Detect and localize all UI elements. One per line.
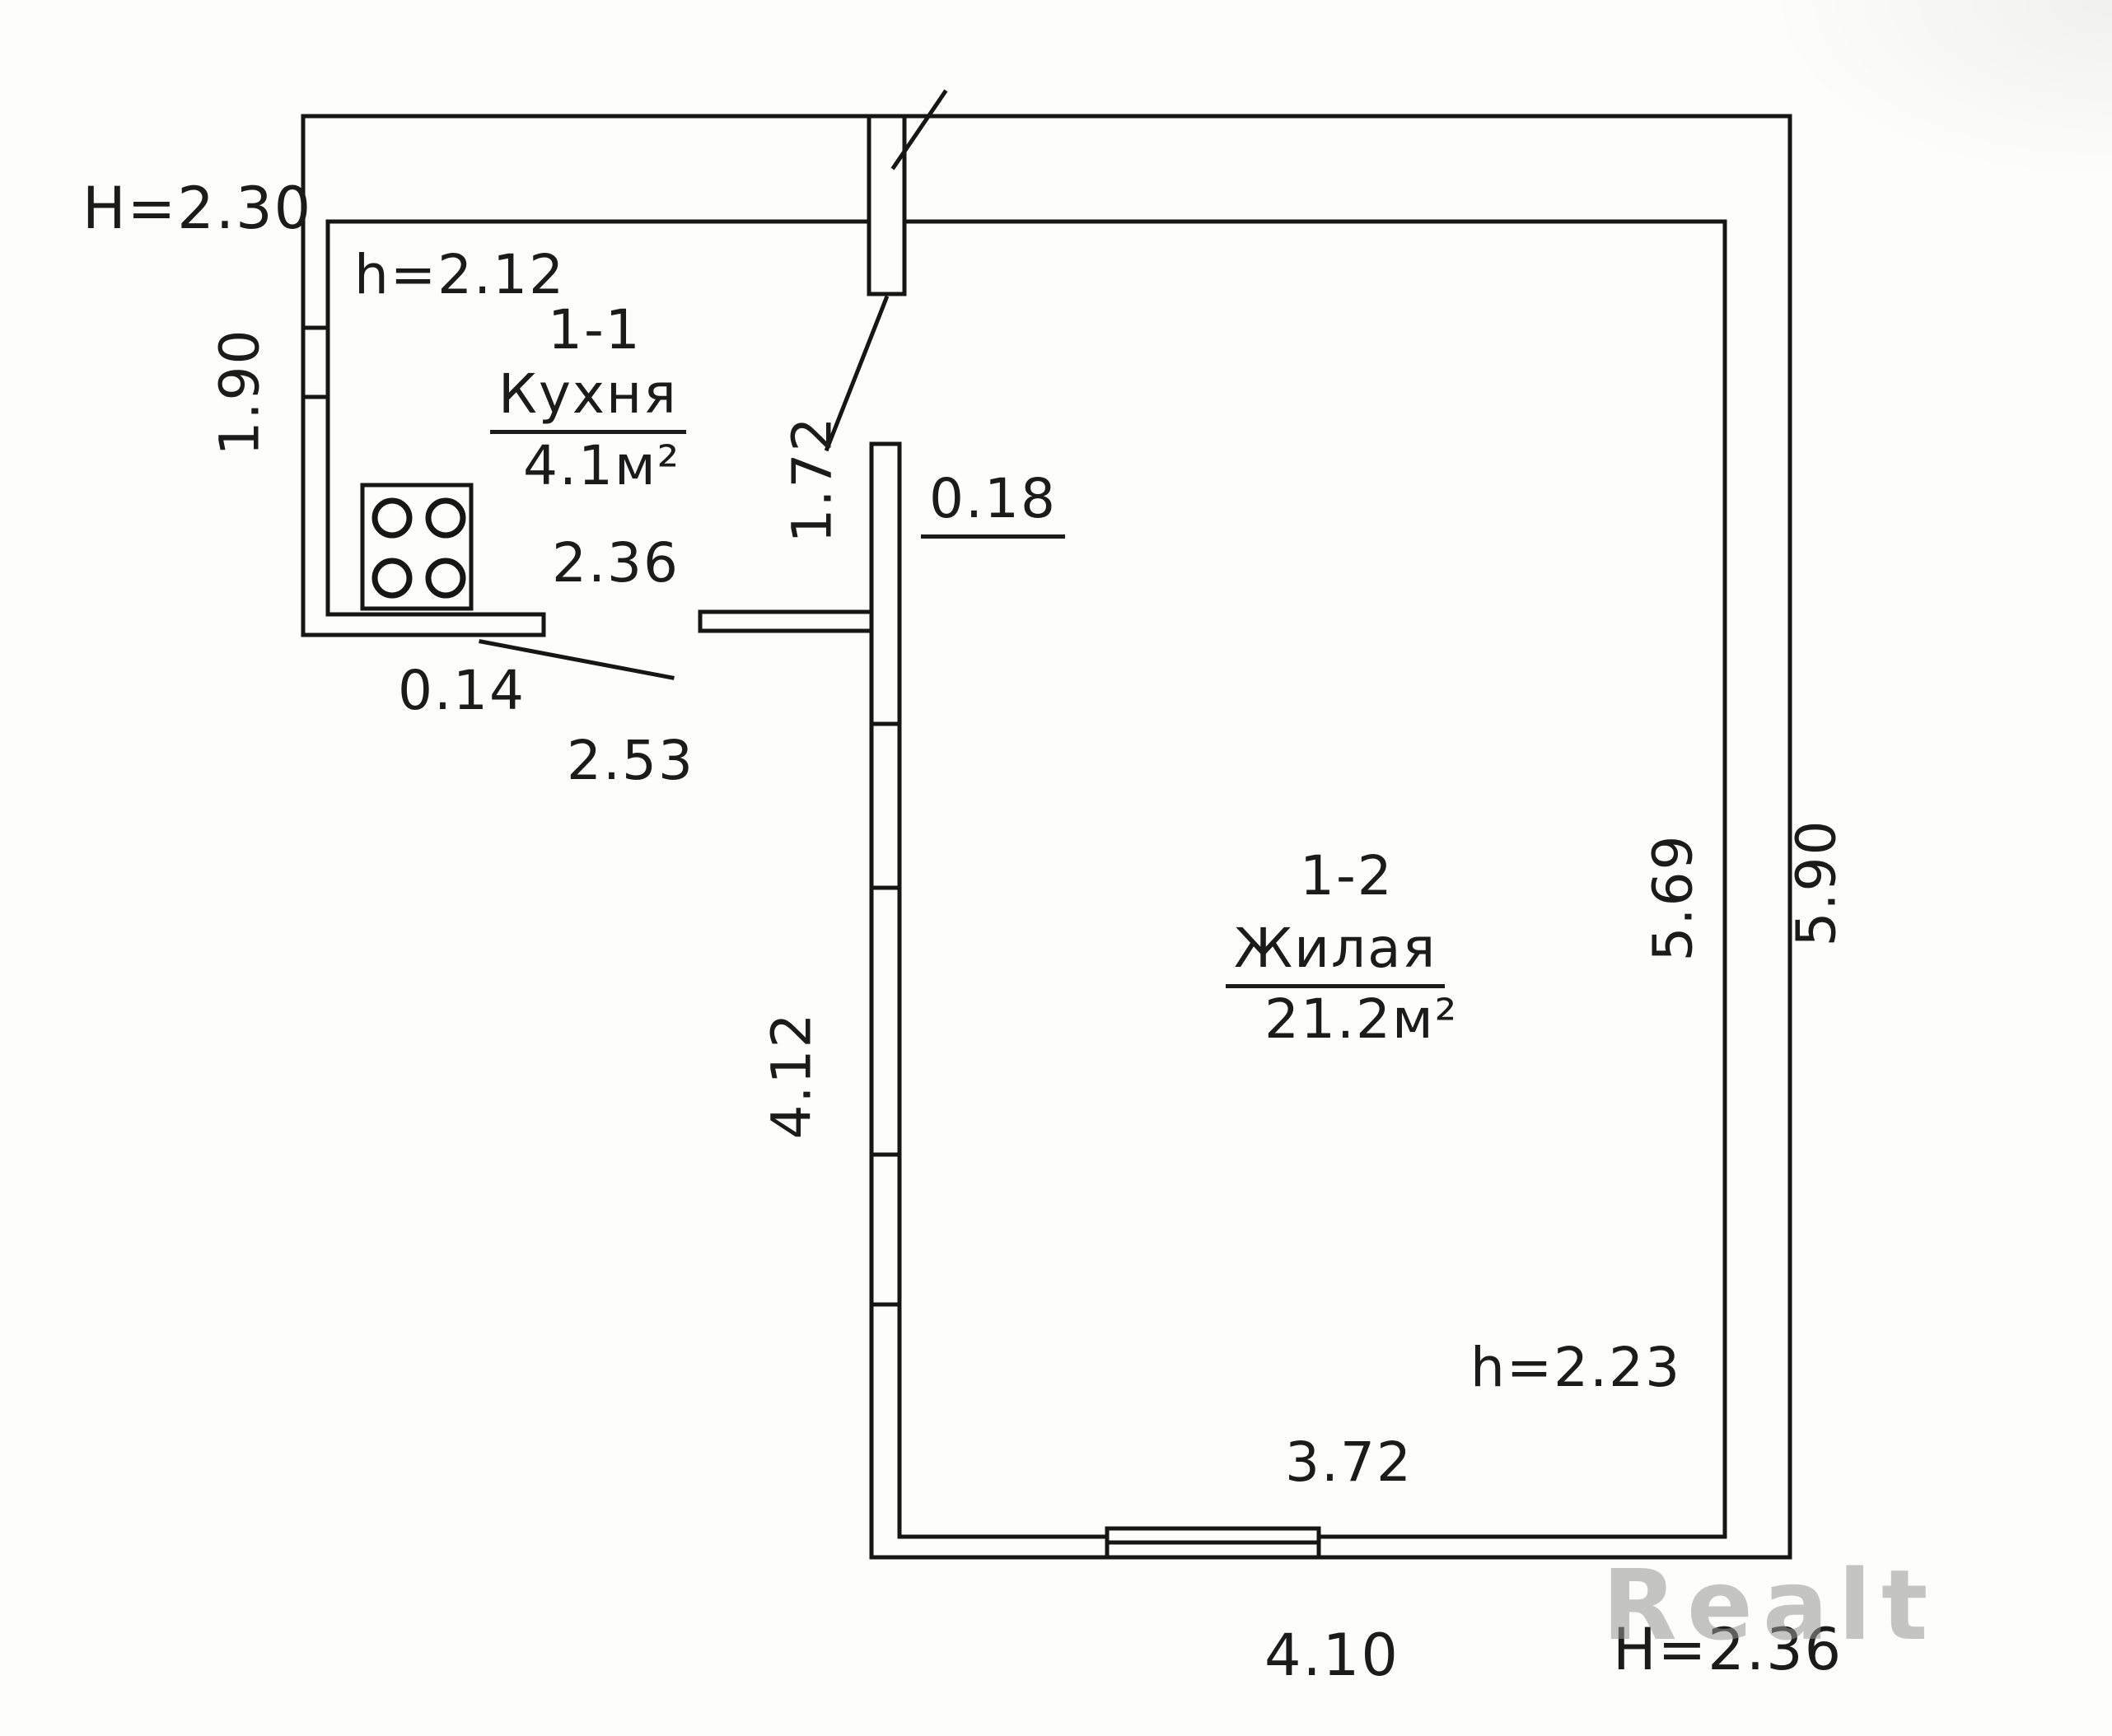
dim-kitchen-width: 2.36	[552, 531, 680, 595]
dim-wall-thickness: 0.18	[921, 469, 1065, 539]
room-area-kitchen: 4.1м²	[523, 434, 681, 497]
dim-door-jamb: 0.14	[398, 659, 526, 722]
wall-column	[867, 114, 907, 296]
room-number-living: 1-2	[1300, 844, 1394, 908]
room-number-kitchen: 1-1	[548, 298, 642, 362]
stove-burner-1	[371, 497, 413, 539]
dim-kitchen-left-side: 1.90	[208, 328, 272, 456]
dim-outer-height: 5.90	[1784, 819, 1848, 947]
dim-living-inner-width: 3.72	[1285, 1430, 1413, 1494]
leader-line-kitchen-depth	[824, 295, 890, 452]
stove-burner-3	[371, 558, 413, 599]
dim-outer-width: 4.10	[1264, 1622, 1399, 1689]
dim-living-left-side: 4.12	[759, 1011, 824, 1140]
room-name-kitchen: Кухня	[490, 364, 686, 434]
realt-watermark: Realt	[1602, 1548, 1938, 1662]
dim-ceiling-kitchen: h=2.12	[354, 243, 566, 306]
dim-hall-width: 2.53	[567, 729, 694, 792]
scan-shadow	[1766, 0, 2112, 181]
dim-kitchen-depth: 1.72	[780, 415, 844, 544]
stove	[360, 483, 474, 611]
dim-ceiling-living: h=2.23	[1470, 1336, 1682, 1399]
dim-living-inner-height: 5.69	[1641, 833, 1705, 962]
room-name-living: Жилая	[1226, 918, 1446, 988]
dim-ceiling-bottom: H=2.36	[1613, 1616, 1843, 1683]
stove-burner-4	[425, 558, 466, 599]
break-mark	[890, 89, 948, 170]
room-area-living: 21.2м²	[1264, 987, 1459, 1051]
dim-ceiling-top: H=2.30	[82, 175, 313, 242]
door-swing-line	[479, 639, 675, 680]
stove-burner-2	[425, 497, 466, 539]
